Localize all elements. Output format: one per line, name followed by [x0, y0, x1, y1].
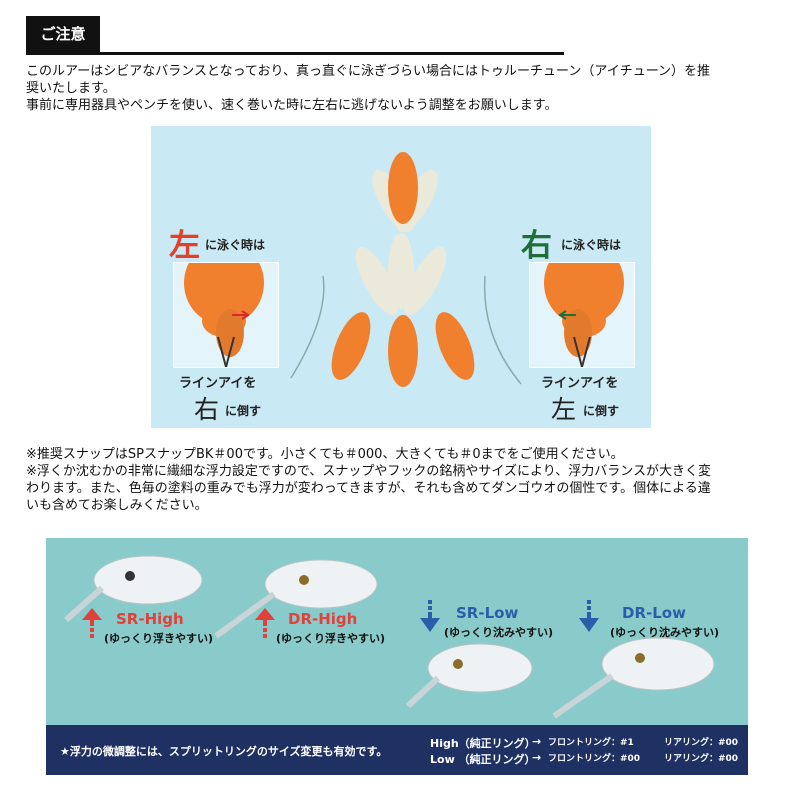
swing-line-left: [290, 275, 325, 379]
sr-high-lure: [64, 555, 203, 623]
section-title-badge: ご注意: [26, 16, 100, 52]
right-instruction-kanji: 左: [551, 395, 577, 424]
notes-line: いも含めてお楽しみください。: [26, 498, 208, 513]
left-eye-closeup: [173, 262, 279, 368]
split-ring-tip: ★浮力の微調整には、スプリットリングのサイズ変更も有効です。: [60, 745, 388, 758]
sink-down-arrow-icon: [420, 600, 440, 632]
title-underline: [26, 52, 564, 55]
high-ring-type: High（純正リング）: [430, 737, 536, 750]
sink-down-arrow-icon: [579, 600, 599, 632]
sr-low-desc: (ゆっくり沈みやすい): [444, 626, 554, 639]
left-instruction-kanji: 右: [194, 395, 220, 424]
notes-line: ※推奨スナップはSPスナップBK＃00です。小さくても＃000、大きくても＃0ま…: [26, 447, 624, 462]
ring-info-bar: ★浮力の微調整には、スプリットリングのサイズ変更も有効です。 High（純正リン…: [46, 725, 748, 775]
low-ring-type: Low （純正リング）: [430, 753, 536, 766]
high-front-ring: フロントリング：#1: [548, 738, 634, 748]
high-rear-ring: リアリング：#00: [664, 738, 739, 748]
left-instruction: ラインアイを: [179, 376, 257, 391]
sr-low-lure: [405, 643, 533, 709]
intro-line: 事前に専用器具やペンチを使い、速く巻いた時に左右に逃げないよう調整をお願いします…: [26, 98, 558, 113]
dr-low-name: DR-Low: [622, 604, 686, 622]
right-instruction: ラインアイを: [541, 376, 619, 391]
right-instruction-rest: に倒す: [583, 404, 620, 418]
dr-high-desc: (ゆっくり浮きやすい): [276, 632, 386, 645]
float-up-arrow-icon: [82, 608, 102, 638]
lure-swing-illustration: [290, 152, 522, 387]
right-eye-closeup: [529, 262, 635, 368]
float-up-arrow-icon: [255, 608, 275, 638]
orange-lures: [331, 152, 475, 387]
intro-text: このルアーはシビアなバランスとなっており、真っ直ぐに泳ぎづらい場合にはトゥルーチ…: [26, 63, 774, 114]
sr-low-name: SR-Low: [456, 604, 519, 622]
notes-line: わります。また、色毎の塗料の重みでも浮力が変わってきますが、それも含めてダンゴウ…: [26, 481, 711, 496]
low-ring-arrow: →: [532, 751, 542, 764]
right-swims-label: に泳ぐ時は: [561, 238, 622, 252]
high-ring-arrow: →: [532, 735, 542, 748]
lure-photos: [64, 555, 715, 719]
dr-high-name: DR-High: [288, 610, 358, 628]
left-instruction-rest: に倒す: [225, 404, 262, 418]
dr-low-lure: [552, 637, 715, 719]
intro-line: 奨いたします。: [26, 81, 116, 96]
dr-high-lure: [214, 559, 378, 639]
floating-level-panel: SR-High (ゆっくり浮きやすい) DR-High (ゆっくり浮きやすい) …: [46, 538, 748, 775]
low-rear-ring: リアリング：#00: [664, 754, 739, 764]
sr-high-name: SR-High: [116, 610, 184, 628]
notes-line: ※浮くか沈むかの非常に繊細な浮力設定ですので、スナップやフックの銘柄やサイズによ…: [26, 464, 711, 479]
right-direction-kanji: 右: [521, 228, 552, 264]
notes-text: ※推奨スナップはSPスナップBK＃00です。小さくても＃000、大きくても＃0ま…: [26, 446, 774, 514]
left-swims-label: に泳ぐ時は: [205, 238, 266, 252]
left-direction-kanji: 左: [169, 228, 200, 264]
sr-high-desc: (ゆっくり浮きやすい): [104, 632, 214, 645]
swing-line-right: [483, 275, 522, 385]
intro-line: このルアーはシビアなバランスとなっており、真っ直ぐに泳ぎづらい場合にはトゥルーチ…: [26, 64, 711, 79]
dr-low-desc: (ゆっくり沈みやすい): [610, 626, 720, 639]
tuning-diagram: 左 に泳ぐ時は ラインアイを 右 に倒す 右 に泳ぐ時は ラインアイを 左 に倒…: [151, 126, 651, 428]
low-front-ring: フロントリング：#00: [548, 754, 641, 764]
